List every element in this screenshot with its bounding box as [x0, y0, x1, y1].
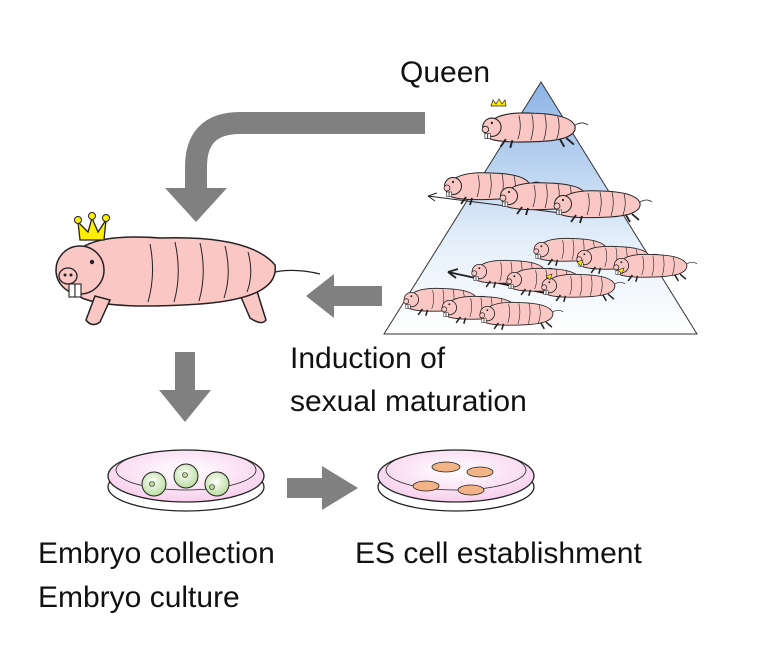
induction-label-line2: sexual maturation	[290, 385, 527, 418]
embryo-icon	[173, 463, 199, 489]
queen-label: Queen	[400, 56, 491, 89]
breeding-queen-icon	[55, 212, 321, 326]
es-colony	[466, 466, 494, 478]
es-colony	[412, 480, 440, 492]
embryo-dish-icon	[107, 449, 265, 512]
induction-arrow	[306, 274, 382, 318]
crown-icon	[74, 212, 110, 241]
small-queen-icon	[481, 98, 589, 149]
to-embryo-dish-arrow	[159, 352, 211, 422]
es-colony	[457, 484, 485, 496]
es-cell-dish-icon	[377, 449, 535, 512]
induction-label-line1: Induction of	[290, 342, 446, 375]
embryo-culture-label: Embryo culture	[38, 581, 240, 614]
embryo-collection-label: Embryo collection	[38, 537, 275, 570]
middle-tier-workers	[427, 171, 653, 224]
lower-tier-workers	[402, 237, 698, 331]
embryo-icon	[204, 471, 230, 497]
es-cell-label: ES cell establishment	[355, 537, 642, 570]
queen-to-breeder-arrow	[165, 112, 425, 222]
embryo-icon	[141, 471, 167, 497]
to-es-dish-arrow	[287, 466, 358, 510]
colony-pyramid-icon	[383, 81, 698, 335]
es-colony	[431, 461, 461, 473]
